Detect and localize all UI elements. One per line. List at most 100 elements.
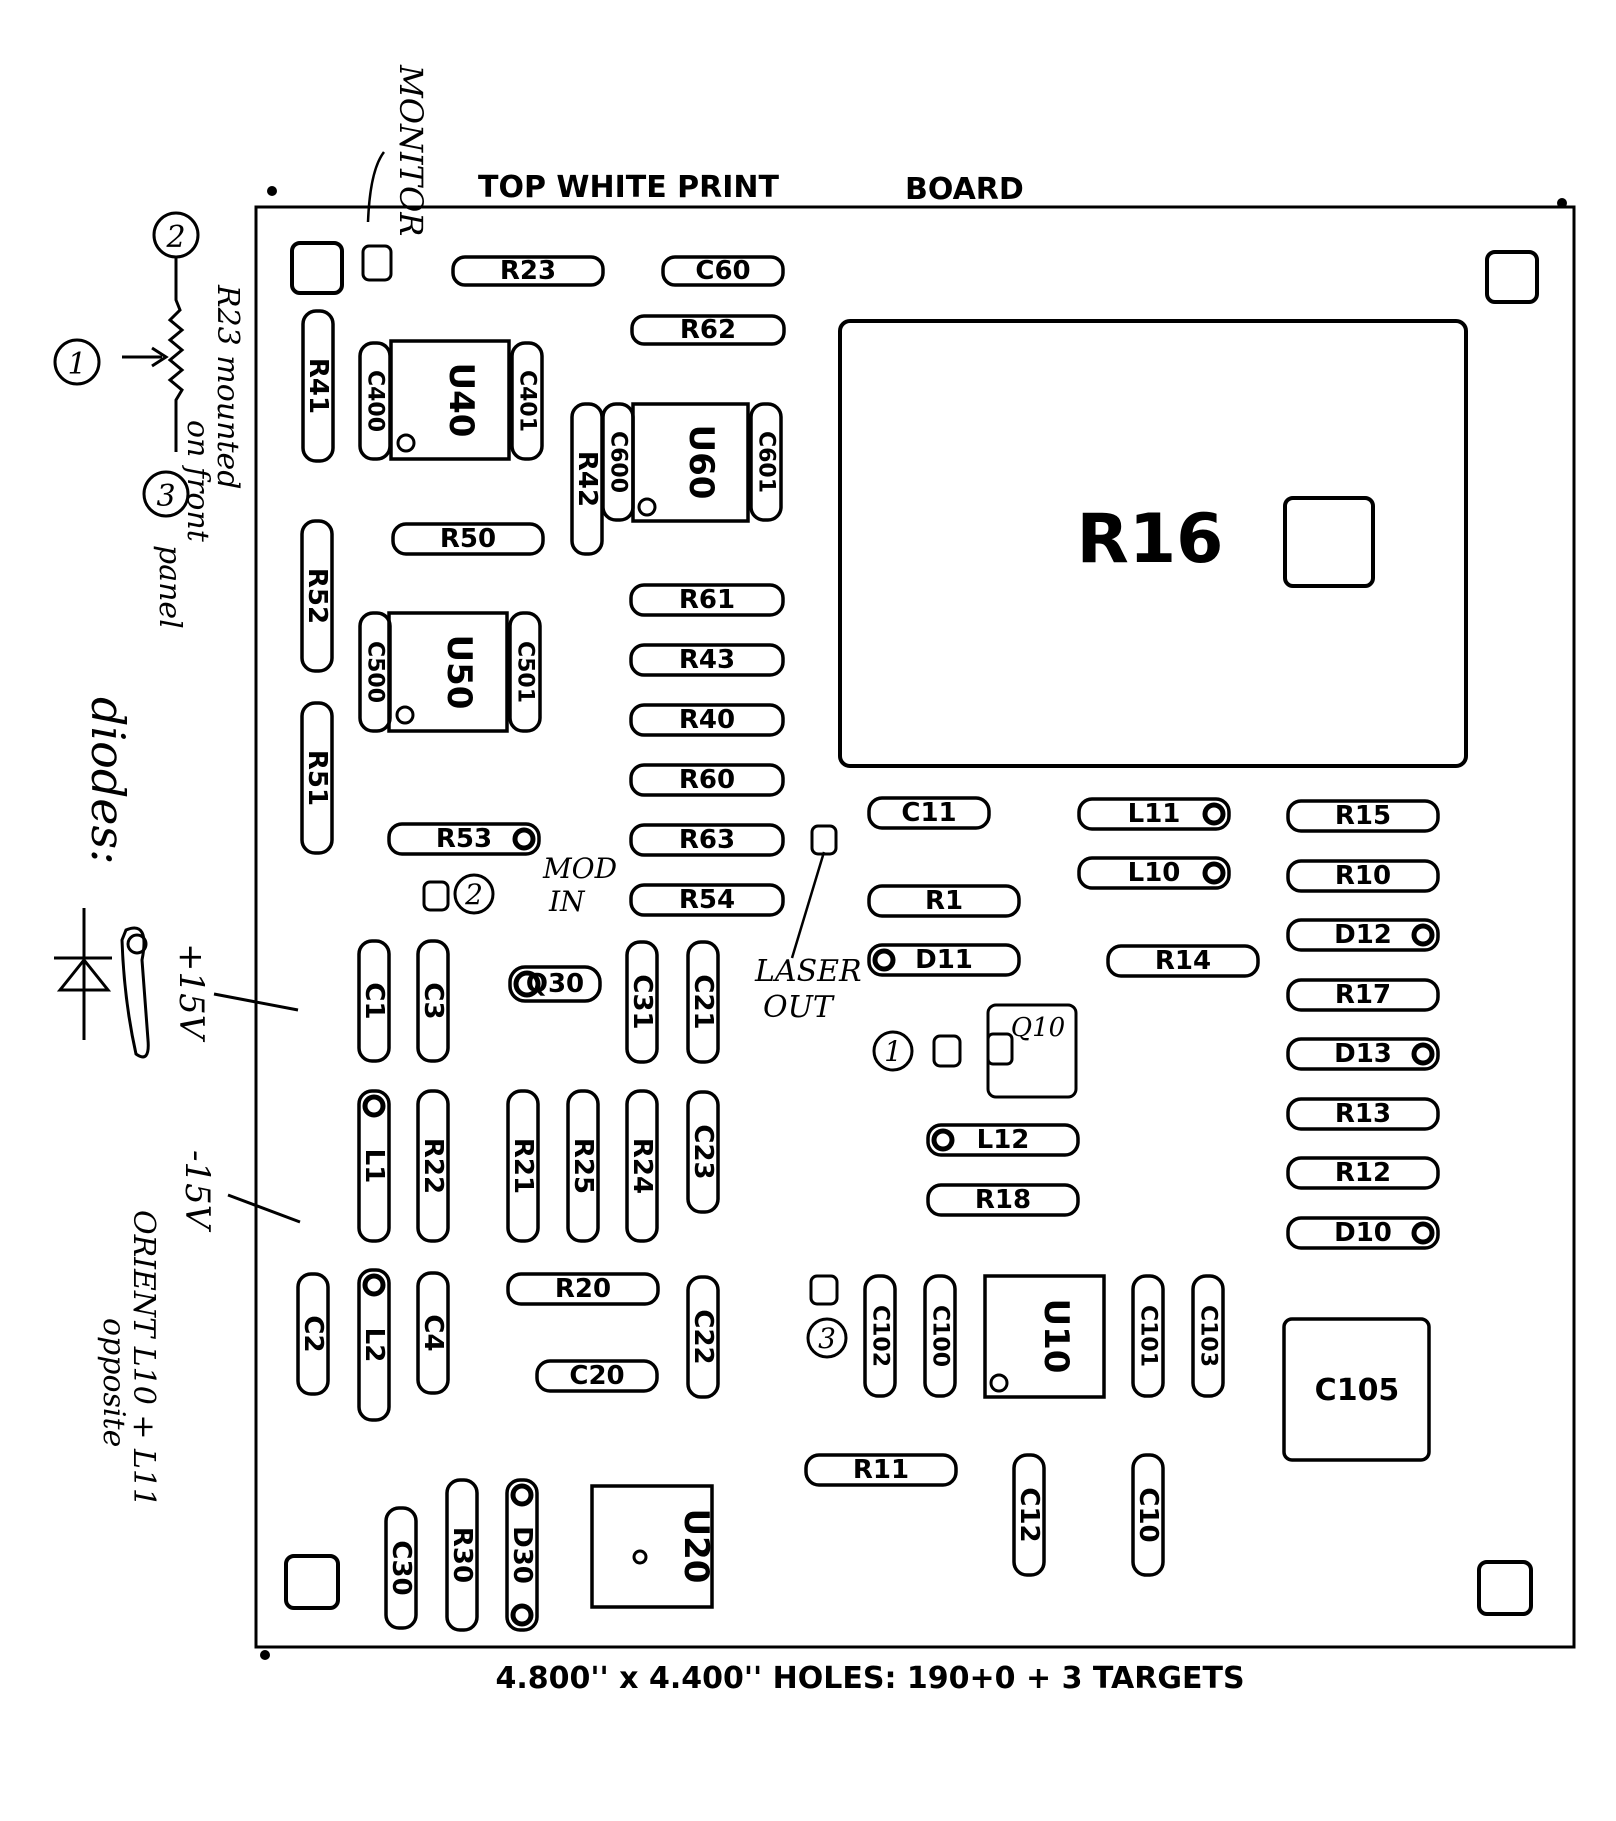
component-label: R43 — [679, 645, 735, 675]
component-r60: R60 — [629, 763, 785, 797]
component-label: D13 — [1334, 1039, 1392, 1069]
component-d13: D13 — [1286, 1037, 1440, 1071]
orient-note-line1: ORIENT L10 + L11 — [126, 1210, 161, 1507]
component-label: R14 — [1155, 946, 1211, 976]
handwritten-annotations: MONITOR 2 1 3 R23 mounted on front panel… — [53, 64, 914, 1507]
minus15v-leader — [227, 1193, 301, 1224]
component-l11: L11 — [1077, 797, 1231, 831]
pin-circle — [872, 1030, 914, 1072]
mod-in-line1: MOD — [542, 852, 617, 885]
component-label: R42 — [572, 451, 602, 507]
component-label: R53 — [436, 824, 492, 854]
ic-pin1-dot — [395, 705, 415, 725]
component-outline — [625, 1089, 659, 1243]
component-label: C10 — [1133, 1487, 1163, 1542]
ic-pin1-dot — [396, 433, 416, 453]
component-c400: C400 — [358, 341, 392, 461]
component-label: C501 — [513, 641, 538, 703]
component-outline — [300, 701, 334, 855]
component-outline — [1286, 978, 1440, 1012]
component-c21: C21 — [686, 940, 720, 1064]
component-outline — [1286, 859, 1440, 893]
component-label: D30 — [507, 1526, 537, 1584]
component-label: C12 — [1014, 1487, 1044, 1542]
component-label: C21 — [688, 974, 718, 1029]
component-c601: C601 — [749, 402, 783, 522]
pin-number: 2 — [165, 220, 185, 255]
component-label: C103 — [1196, 1305, 1221, 1367]
component-d12: D12 — [1286, 918, 1440, 952]
component-pad — [931, 1128, 955, 1152]
component-outline — [1286, 1037, 1440, 1071]
component-label: R21 — [508, 1138, 538, 1194]
component-outline — [926, 1123, 1080, 1157]
component-outline — [661, 255, 785, 287]
component-l2: L2 — [357, 1268, 391, 1422]
component-pad — [510, 1483, 534, 1507]
component-label: R41 — [303, 358, 333, 414]
component-outline — [391, 522, 545, 556]
ic-label: U10 — [1036, 1299, 1076, 1374]
component-label: C20 — [569, 1361, 624, 1391]
q10-label: Q10 — [1011, 1013, 1065, 1043]
component-outline — [1286, 1216, 1440, 1250]
header-title-left: TOP WHITE PRINT — [478, 170, 780, 205]
component-outline — [416, 939, 450, 1063]
component-c22: C22 — [686, 1275, 720, 1399]
component-r54: R54 — [629, 883, 785, 917]
component-outline — [867, 943, 1021, 977]
pin-circle — [453, 873, 495, 915]
component-r51: R51 — [300, 701, 334, 855]
monitor-pad — [361, 244, 393, 282]
component-label: C601 — [754, 431, 779, 493]
r23-note-line1: R23 mounted — [210, 284, 245, 489]
plus15v-label: +15V — [171, 943, 211, 1043]
component-c103: C103 — [1191, 1274, 1225, 1398]
component-outline — [508, 611, 542, 733]
component-outline — [629, 763, 785, 797]
component-label: R51 — [302, 750, 332, 806]
component-pad — [362, 1273, 386, 1297]
pin-circle — [152, 211, 200, 259]
target-pad — [290, 241, 344, 295]
component-c500: C500 — [358, 611, 392, 733]
diode-symbol — [56, 957, 112, 992]
component-outline — [301, 309, 335, 463]
component-label: R62 — [680, 315, 736, 345]
component-r18: R18 — [926, 1183, 1080, 1217]
test-pad — [422, 880, 450, 912]
component-outline — [749, 402, 783, 522]
component-outline — [1077, 797, 1231, 831]
orient-note-line2: opposite — [96, 1318, 131, 1447]
wiper-arrow-head — [151, 346, 169, 368]
component-label: C401 — [515, 370, 540, 432]
ic-label: U20 — [676, 1509, 716, 1584]
component-label: C2 — [298, 1315, 328, 1352]
component-r43: R43 — [629, 643, 785, 677]
component-outline — [625, 940, 659, 1064]
monitor-arrow — [366, 151, 386, 223]
component-outline — [601, 402, 635, 522]
minus15v-label: -15V — [177, 1150, 217, 1233]
component-label: L2 — [359, 1328, 389, 1363]
component-label: C400 — [363, 370, 388, 432]
component-label: C500 — [363, 641, 388, 703]
ic-u10 — [983, 1274, 1106, 1399]
component-label: R15 — [1335, 801, 1391, 831]
component-label: C23 — [688, 1124, 718, 1179]
r16-body — [838, 319, 1468, 768]
component-c401: C401 — [510, 341, 544, 461]
component-outline — [1106, 944, 1260, 978]
pin-number: 3 — [156, 479, 175, 514]
component-label: R52 — [302, 568, 332, 624]
corner-dot — [260, 1650, 270, 1660]
component-outline — [1286, 799, 1440, 833]
ic-pin1-dot — [989, 1373, 1009, 1393]
component-outline — [1286, 1156, 1440, 1190]
component-label: C101 — [1136, 1305, 1161, 1367]
component-pad — [362, 1094, 386, 1118]
component-outline — [1131, 1274, 1165, 1398]
component-pad — [510, 1603, 534, 1627]
c105-label: C105 — [1315, 1373, 1400, 1408]
component-d10: D10 — [1286, 1216, 1440, 1250]
